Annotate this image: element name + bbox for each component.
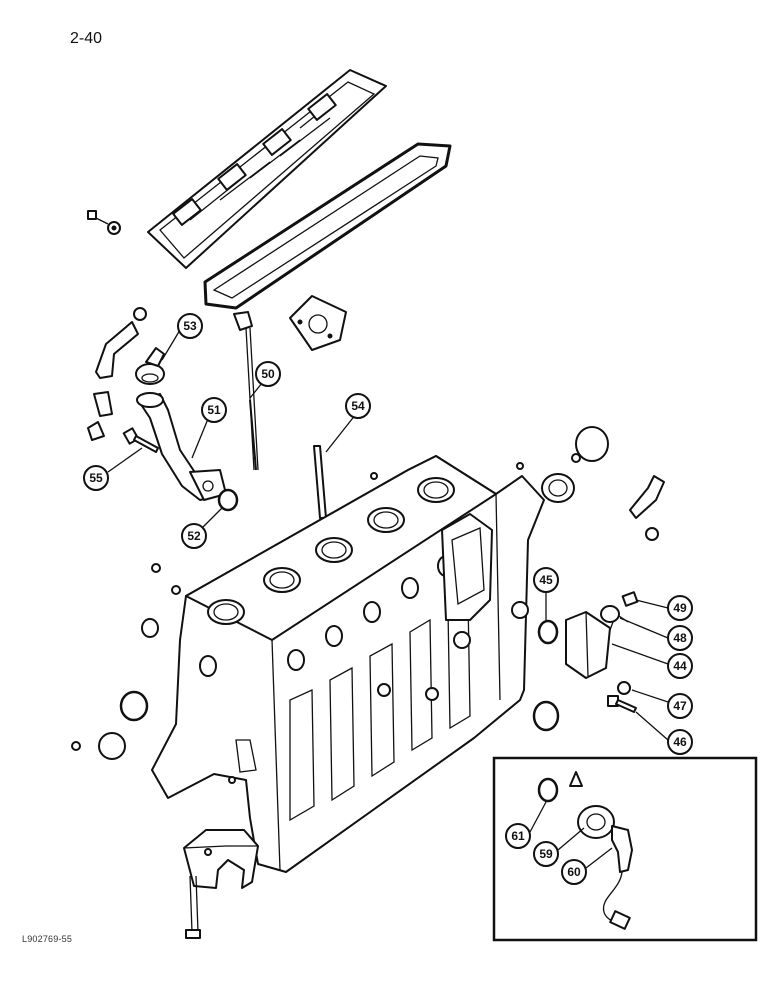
loose-plugs-and-rings (71, 453, 581, 856)
callout-55-label: 55 (89, 471, 103, 485)
filler-neck-bolt (122, 427, 159, 453)
breather-hose (87, 307, 147, 441)
callout-53-label: 53 (183, 319, 197, 333)
page-number: 2-40 (70, 30, 103, 47)
bolt-46 (607, 695, 637, 713)
heater-housing (565, 611, 629, 679)
fitting-48 (600, 605, 620, 623)
callout-54: 54 (345, 393, 371, 419)
callout-51: 51 (201, 397, 227, 423)
filler-neck-o-ring (217, 488, 239, 512)
callout-47-label: 47 (673, 699, 687, 713)
main-bearing-cap (183, 829, 259, 889)
callout-60-label: 60 (567, 865, 581, 879)
callout-50-label: 50 (261, 367, 275, 381)
callout-47: 47 (667, 693, 693, 719)
cover-plate (289, 295, 347, 351)
fitting-49 (621, 591, 639, 607)
engine-block (151, 455, 545, 873)
oil-filler-neck (136, 392, 227, 501)
block-heater-inset (492, 756, 758, 942)
callout-46: 46 (667, 729, 693, 755)
callout-61-label: 61 (511, 829, 525, 843)
camshaft-plug (532, 426, 609, 732)
oil-filler-cap (135, 347, 165, 385)
rocker-cover-gasket (203, 142, 452, 310)
callout-49-label: 49 (673, 601, 687, 615)
callout-50: 50 (255, 361, 281, 387)
coolant-tube (629, 475, 665, 541)
callout-48-label: 48 (673, 631, 687, 645)
callout-48: 48 (667, 625, 693, 651)
heater-o-ring (537, 619, 559, 645)
callout-51-label: 51 (207, 403, 221, 417)
callout-61: 61 (505, 823, 531, 849)
callout-45-label: 45 (539, 573, 553, 587)
callout-60: 60 (561, 859, 587, 885)
callout-53: 53 (177, 313, 203, 339)
cover-bolt (87, 210, 121, 235)
callout-46-label: 46 (673, 735, 687, 749)
nut-47 (617, 681, 631, 695)
main-bearing-cap-bolt (185, 875, 201, 939)
figure-code: L902769-55 (22, 934, 73, 944)
callout-59-label: 59 (539, 847, 553, 861)
callout-45: 45 (533, 567, 559, 593)
callout-59: 59 (533, 841, 559, 867)
dipstick (233, 311, 259, 471)
dowel-tube (313, 445, 327, 519)
callout-44-label: 44 (673, 659, 687, 673)
callout-44: 44 (667, 653, 693, 679)
callout-52-label: 52 (187, 529, 201, 543)
rocker-cover (147, 69, 387, 269)
callout-52: 52 (181, 523, 207, 549)
callout-49: 49 (667, 595, 693, 621)
callout-54-label: 54 (351, 399, 365, 413)
callout-55: 55 (83, 465, 109, 491)
